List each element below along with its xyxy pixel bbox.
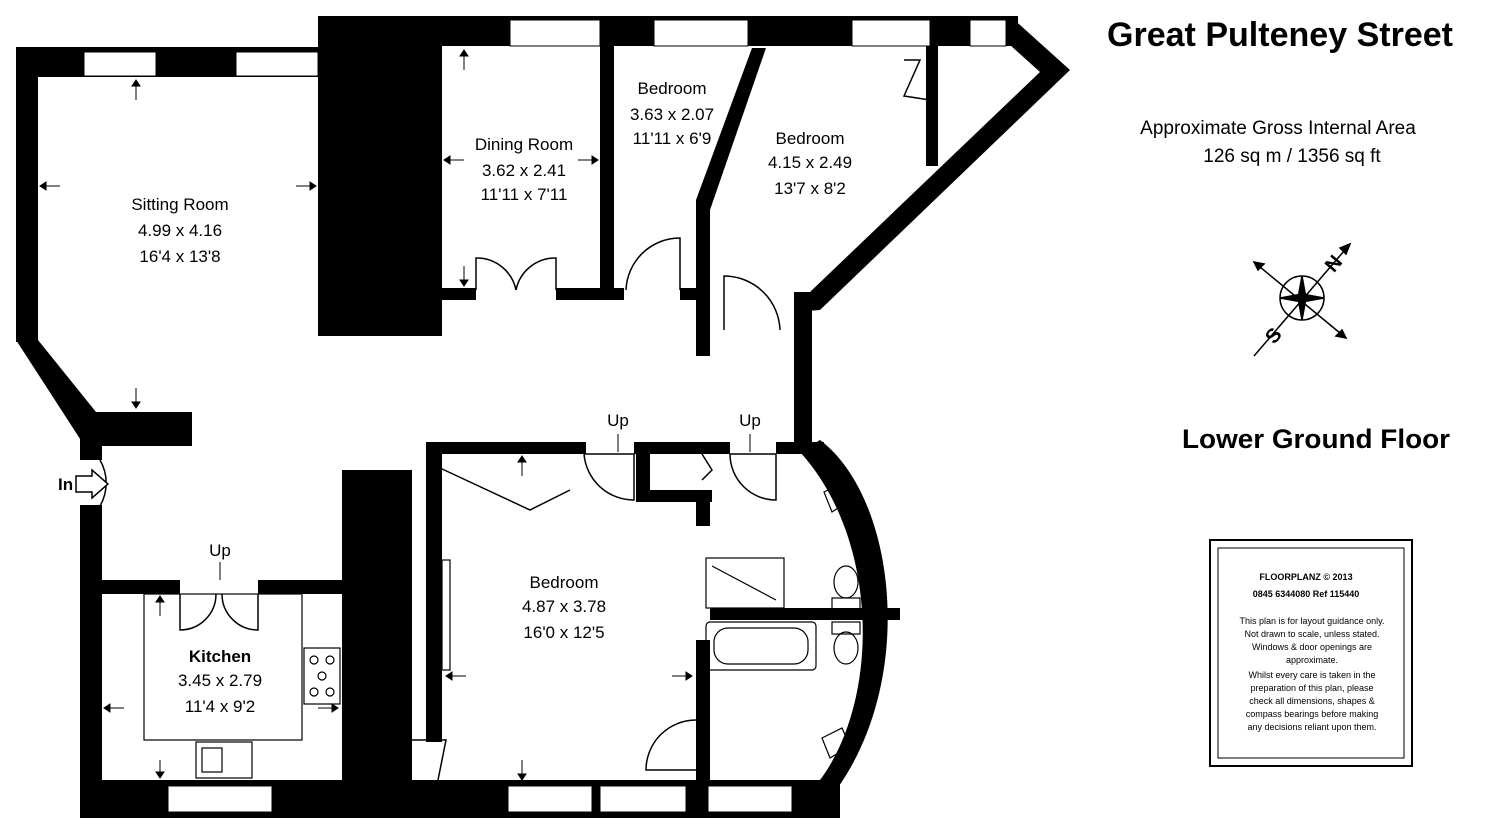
room-bedroom-main: Bedroom 4.87 x 3.78 16'0 x 12'5 xyxy=(522,573,606,642)
disclaimer-line: check all dimensions, shapes & xyxy=(1249,696,1375,706)
room-bedroom-right-imperial: 13'7 x 8'2 xyxy=(774,179,846,198)
disclaimer-line: Whilst every care is taken in the xyxy=(1248,670,1375,680)
room-dining-metric: 3.62 x 2.41 xyxy=(482,161,566,180)
disclaimer-line: any decisions reliant upon them. xyxy=(1247,722,1376,732)
room-sitting-name: Sitting Room xyxy=(131,195,228,214)
room-dining: Dining Room 3.62 x 2.41 11'11 x 7'11 xyxy=(475,135,573,204)
disclaimer-line: This plan is for layout guidance only. xyxy=(1240,616,1385,626)
hob xyxy=(303,647,341,705)
room-bedroom-small-name: Bedroom xyxy=(638,79,707,98)
area-label: Approximate Gross Internal Area xyxy=(1140,118,1416,139)
stairs-up-label: Up xyxy=(209,541,231,560)
floor-label: Lower Ground Floor xyxy=(1182,424,1451,454)
shower-tray xyxy=(705,557,785,609)
disclaimer-line: Not drawn to scale, unless stated. xyxy=(1244,629,1379,639)
curved-wall xyxy=(800,440,888,810)
compass-south-letter: S xyxy=(1261,324,1286,348)
stairs-up-label: Up xyxy=(739,411,761,430)
room-kitchen-name: Kitchen xyxy=(189,647,251,666)
toilet-1 xyxy=(833,565,859,599)
room-bedroom-right: Bedroom 4.15 x 2.49 13'7 x 8'2 xyxy=(768,129,852,198)
page-title: Great Pulteney Street xyxy=(1107,16,1453,54)
room-kitchen: Kitchen 3.45 x 2.79 11'4 x 9'2 xyxy=(178,647,262,716)
compass-icon xyxy=(1252,242,1352,357)
basin-2 xyxy=(821,727,851,759)
room-sitting-metric: 4.99 x 4.16 xyxy=(138,221,222,240)
fixtures xyxy=(143,481,861,779)
disclaimer-line: Windows & door openings are xyxy=(1252,642,1372,652)
room-bedroom-main-name: Bedroom xyxy=(530,573,599,592)
kitchen-sink xyxy=(195,741,253,779)
toilet-2 xyxy=(833,631,859,665)
room-bedroom-right-name: Bedroom xyxy=(776,129,845,148)
entrance-arrow-icon xyxy=(75,468,110,500)
stairs-up-label: Up xyxy=(607,411,629,430)
windows xyxy=(83,19,1007,813)
room-kitchen-metric: 3.45 x 2.79 xyxy=(178,671,262,690)
room-dining-imperial: 11'11 x 7'11 xyxy=(481,185,568,204)
basin-1 xyxy=(823,481,851,513)
room-bedroom-small-imperial: 11'11 x 6'9 xyxy=(633,129,712,148)
room-bedroom-small-metric: 3.63 x 2.07 xyxy=(630,105,714,124)
disclaimer-line: approximate. xyxy=(1286,655,1338,665)
room-bedroom-small: Bedroom 3.63 x 2.07 11'11 x 6'9 xyxy=(630,79,714,148)
disclaimer-company: FLOORPLANZ © 2013 xyxy=(1259,572,1352,582)
area-value: 126 sq m / 1356 sq ft xyxy=(1203,146,1381,167)
room-bedroom-right-metric: 4.15 x 2.49 xyxy=(768,153,852,172)
doors xyxy=(99,59,931,781)
disclaimer-line: preparation of this plan, please xyxy=(1250,683,1373,693)
dimension-markers xyxy=(39,49,693,781)
room-dining-name: Dining Room xyxy=(475,135,573,154)
room-bedroom-main-imperial: 16'0 x 12'5 xyxy=(523,623,604,642)
entrance-label: In xyxy=(58,475,73,494)
kitchen-counter xyxy=(143,593,303,741)
room-kitchen-imperial: 11'4 x 9'2 xyxy=(185,697,255,716)
room-sitting-imperial: 16'4 x 13'8 xyxy=(139,247,220,266)
room-bedroom-main-metric: 4.87 x 3.78 xyxy=(522,597,606,616)
disclaimer-box: FLOORPLANZ © 2013 0845 6344080 Ref 11544… xyxy=(1209,539,1413,767)
bathtub xyxy=(705,621,817,671)
room-sitting: Sitting Room 4.99 x 4.16 16'4 x 13'8 xyxy=(131,195,228,266)
disclaimer-line: compass bearings before making xyxy=(1246,709,1379,719)
disclaimer-contact: 0845 6344080 Ref 115440 xyxy=(1253,589,1360,599)
